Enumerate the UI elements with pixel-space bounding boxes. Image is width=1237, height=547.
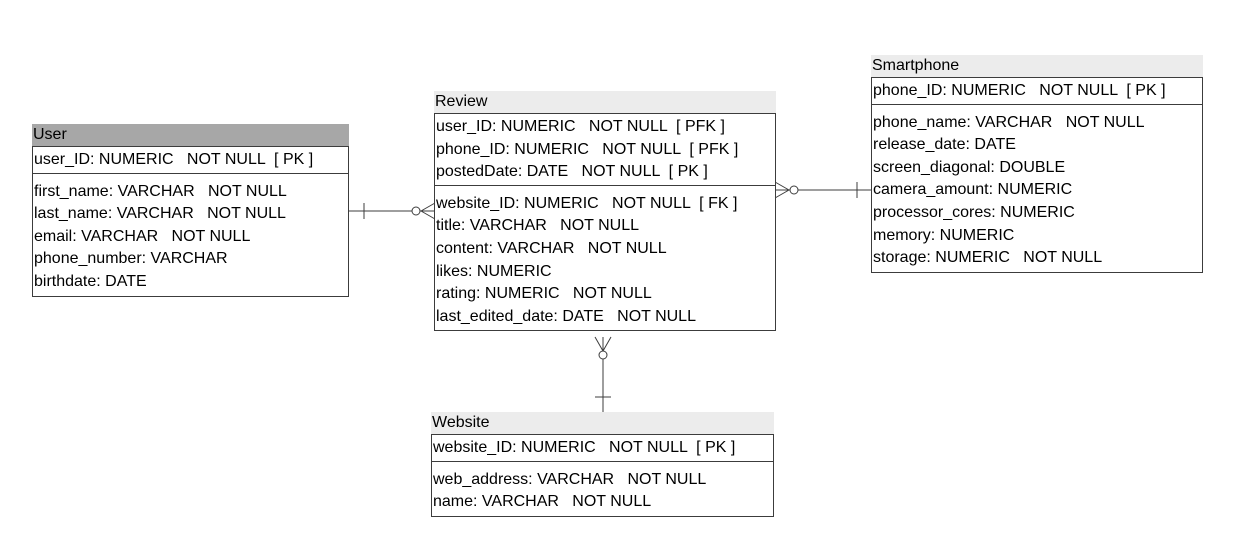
attribute-row: likes: NUMERIC: [436, 262, 552, 280]
zero-marker: [598, 350, 608, 360]
relationship-user-review[interactable]: [349, 202, 436, 220]
entity-body: user_ID: NUMERIC NOT NULL [ PK ] first_n…: [32, 146, 349, 297]
attribute-section: phone_name: VARCHAR NOT NULL release_dat…: [872, 105, 1202, 272]
entity-smartphone[interactable]: Smartphone phone_ID: NUMERIC NOT NULL [ …: [871, 55, 1203, 273]
key-section: website_ID: NUMERIC NOT NULL [ PK ]: [432, 435, 773, 462]
entity-title: User: [32, 124, 349, 146]
attribute-row: first_name: VARCHAR NOT NULL: [34, 182, 287, 200]
attribute-row: phone_ID: NUMERIC NOT NULL [ PFK ]: [436, 140, 739, 158]
entity-title: Review: [434, 91, 776, 113]
attribute-row: web_address: VARCHAR NOT NULL: [433, 470, 707, 488]
attribute-row: storage: NUMERIC NOT NULL: [873, 249, 1103, 267]
attribute-row: release_date: DATE: [873, 136, 1016, 154]
attribute-row: birthdate: DATE: [34, 272, 147, 290]
attribute-row: content: VARCHAR NOT NULL: [436, 239, 667, 257]
crowfoot-lower: [420, 210, 436, 220]
attribute-row: user_ID: NUMERIC NOT NULL [ PK ]: [34, 151, 314, 168]
attribute-row: phone_ID: NUMERIC NOT NULL [ PK ]: [873, 82, 1166, 99]
entity-review[interactable]: Review user_ID: NUMERIC NOT NULL [ PFK ]…: [434, 91, 776, 332]
entity-user[interactable]: User user_ID: NUMERIC NOT NULL [ PK ] fi…: [32, 124, 349, 297]
crowfoot-right: [602, 336, 612, 352]
entity-body: website_ID: NUMERIC NOT NULL [ PK ] web_…: [431, 434, 774, 517]
attribute-row: last_name: VARCHAR NOT NULL: [34, 205, 286, 223]
attribute-row: postedDate: DATE NOT NULL [ PK ]: [436, 163, 708, 181]
crowfoot-left: [594, 336, 604, 352]
entity-body: phone_ID: NUMERIC NOT NULL [ PK ] phone_…: [871, 77, 1203, 273]
attribute-row: website_ID: NUMERIC NOT NULL [ FK ]: [436, 194, 738, 212]
entity-title: Website: [431, 412, 774, 434]
key-section: phone_ID: NUMERIC NOT NULL [ PK ]: [872, 78, 1202, 105]
attribute-row: rating: NUMERIC NOT NULL: [436, 285, 652, 303]
attribute-row: name: VARCHAR NOT NULL: [433, 493, 652, 511]
attribute-row: phone_number: VARCHAR: [34, 250, 228, 268]
key-section: user_ID: NUMERIC NOT NULL [ PK ]: [33, 147, 348, 174]
zero-marker: [411, 206, 421, 216]
attribute-row: screen_diagonal: DOUBLE: [873, 158, 1066, 176]
crowfoot-lower: [774, 189, 790, 199]
relationship-smartphone-review[interactable]: [774, 181, 872, 199]
attribute-section: website_ID: NUMERIC NOT NULL [ FK ] titl…: [435, 186, 775, 331]
entity-website[interactable]: Website website_ID: NUMERIC NOT NULL [ P…: [431, 412, 774, 517]
attribute-row: memory: NUMERIC: [873, 226, 1015, 244]
attribute-row: user_ID: NUMERIC NOT NULL [ PFK ]: [436, 118, 725, 135]
attribute-row: website_ID: NUMERIC NOT NULL [ PK ]: [433, 439, 736, 456]
entity-body: user_ID: NUMERIC NOT NULL [ PFK ] phone_…: [434, 113, 776, 332]
attribute-section: first_name: VARCHAR NOT NULL last_name: …: [33, 174, 348, 296]
attribute-row: title: VARCHAR NOT NULL: [436, 217, 640, 235]
crowfoot-upper: [420, 202, 436, 212]
attribute-row: camera_amount: NUMERIC: [873, 181, 1073, 199]
crowfoot-upper: [774, 181, 790, 191]
attribute-row: email: VARCHAR NOT NULL: [34, 227, 251, 245]
attribute-row: phone_name: VARCHAR NOT NULL: [873, 113, 1145, 131]
zero-marker: [789, 185, 799, 195]
attribute-section: web_address: VARCHAR NOT NULL name: VARC…: [432, 462, 773, 516]
entity-title: Smartphone: [871, 55, 1203, 77]
attribute-row: last_edited_date: DATE NOT NULL: [436, 307, 696, 325]
attribute-row: processor_cores: NUMERIC: [873, 203, 1075, 221]
relationship-website-review[interactable]: [594, 336, 612, 412]
key-section: user_ID: NUMERIC NOT NULL [ PFK ] phone_…: [435, 114, 775, 186]
